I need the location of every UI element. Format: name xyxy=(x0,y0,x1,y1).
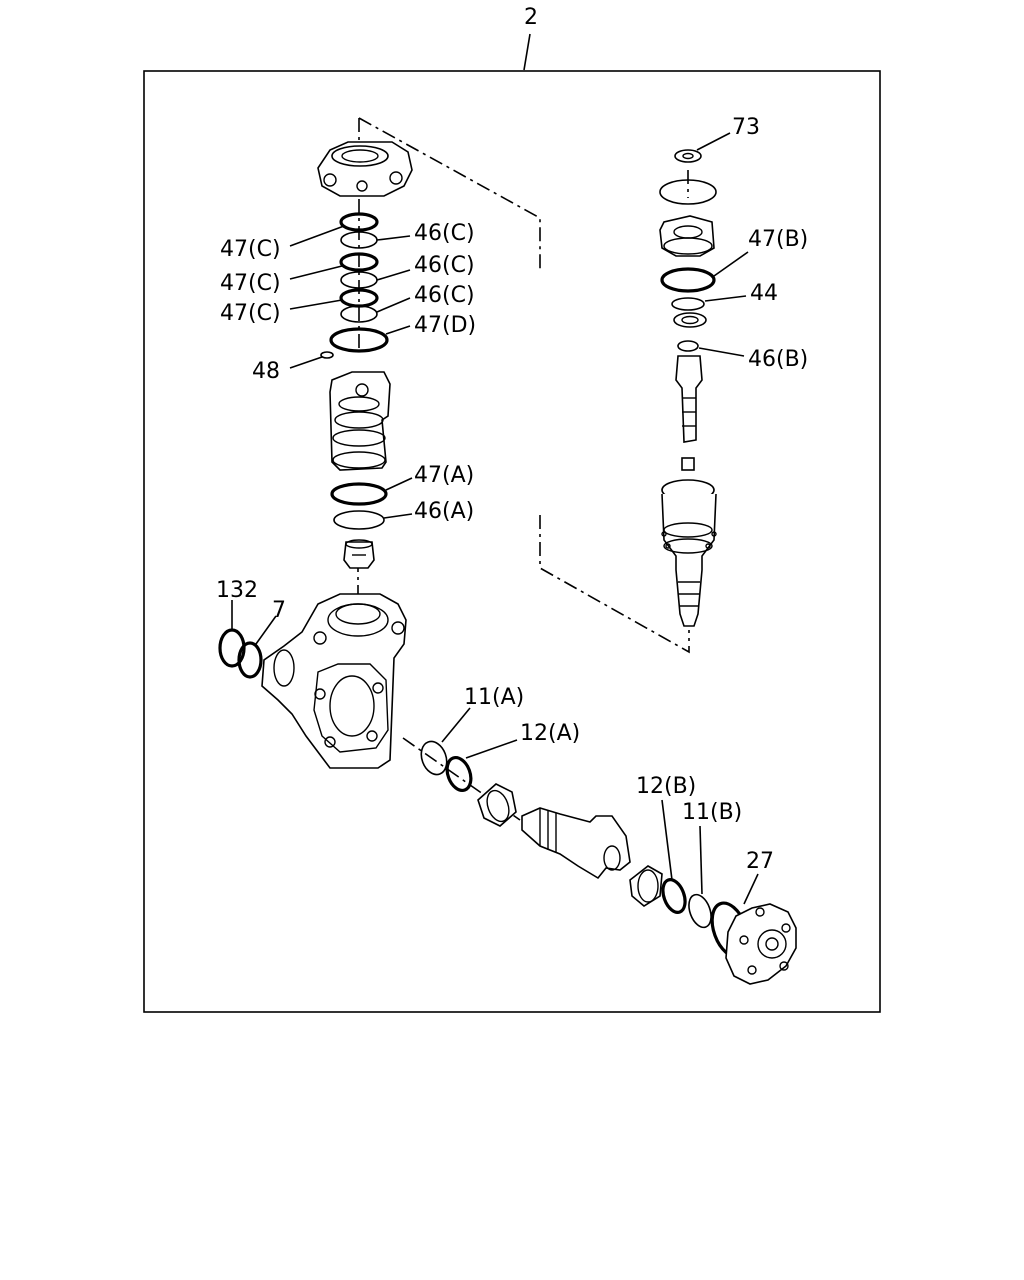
label-46c-1: 46(C) xyxy=(414,221,475,246)
label-46c-3: 46(C) xyxy=(414,283,475,308)
input-shaft-part xyxy=(675,355,703,443)
plug-part xyxy=(343,539,375,569)
leader-46c-2 xyxy=(376,269,411,281)
needle-bearing-part xyxy=(477,783,517,827)
diagram-frame xyxy=(143,70,881,1013)
label-47d: 47(D) xyxy=(414,313,476,338)
label-47c-2: 47(C) xyxy=(220,271,281,296)
oring-47a xyxy=(330,482,388,506)
leader-47c-3 xyxy=(289,299,343,310)
assembly-leader-line xyxy=(523,33,531,71)
label-7: 7 xyxy=(272,598,286,623)
gear-housing-part xyxy=(261,593,407,769)
label-47a: 47(A) xyxy=(414,463,474,488)
top-cover-part xyxy=(317,141,413,197)
snap-ring-11a xyxy=(420,740,448,776)
label-11a: 11(A) xyxy=(464,685,524,710)
leader-47c-1 xyxy=(289,225,345,247)
leader-48 xyxy=(289,356,323,369)
leader-27 xyxy=(743,873,759,905)
ball-seat-part xyxy=(681,457,695,471)
label-48: 48 xyxy=(252,359,280,384)
sector-shaft-part xyxy=(521,807,631,880)
leader-47a xyxy=(385,477,413,491)
leader-47b xyxy=(713,251,749,277)
leader-47c-2 xyxy=(289,265,343,280)
label-27: 27 xyxy=(746,849,774,874)
ring-12a xyxy=(445,755,473,793)
seal-46a xyxy=(333,510,385,530)
label-12a: 12(A) xyxy=(520,721,580,746)
worm-shaft-part xyxy=(661,479,717,627)
label-47c-1: 47(C) xyxy=(220,237,281,262)
label-46b: 46(B) xyxy=(748,347,808,372)
seal-46b xyxy=(677,340,699,352)
oring-47b xyxy=(660,267,716,293)
leader-46c-1 xyxy=(376,235,411,241)
ring-7 xyxy=(237,641,263,679)
oring-47d xyxy=(329,327,389,353)
leader-44 xyxy=(704,295,747,302)
oring-47c-2 xyxy=(339,252,379,272)
end-cover-part xyxy=(725,903,797,985)
ring-12b xyxy=(661,878,687,914)
label-12b: 12(B) xyxy=(636,774,696,799)
leader-12a xyxy=(465,739,518,759)
bearing-44-part xyxy=(671,297,707,328)
label-47c-3: 47(C) xyxy=(220,301,281,326)
bearing-part xyxy=(629,865,663,907)
washer-73 xyxy=(674,149,702,163)
assembly-number-label: 2 xyxy=(524,5,538,30)
snap-ring-upper xyxy=(659,179,717,205)
leader-11b xyxy=(699,825,703,895)
label-46c-2: 46(C) xyxy=(414,253,475,278)
leader-46c-3 xyxy=(376,297,411,313)
oring-47c-1 xyxy=(339,212,379,232)
washer-48 xyxy=(320,351,334,359)
leader-46b xyxy=(698,347,745,357)
piston-part xyxy=(329,371,391,471)
label-132: 132 xyxy=(216,578,258,603)
leader-73 xyxy=(696,132,731,151)
label-46a: 46(A) xyxy=(414,499,474,524)
label-73: 73 xyxy=(732,115,760,140)
leader-7 xyxy=(255,615,277,645)
valve-cap-part xyxy=(659,215,715,257)
alignment-line-lower xyxy=(539,515,690,654)
label-11b: 11(B) xyxy=(682,800,742,825)
label-47b: 47(B) xyxy=(748,227,808,252)
label-44: 44 xyxy=(750,281,778,306)
leader-47d xyxy=(385,325,411,335)
leader-46a xyxy=(383,513,413,519)
leader-12b xyxy=(661,799,673,881)
snap-ring-11b xyxy=(688,893,712,929)
leader-11a xyxy=(441,707,471,743)
seal-46c-3 xyxy=(340,305,378,323)
